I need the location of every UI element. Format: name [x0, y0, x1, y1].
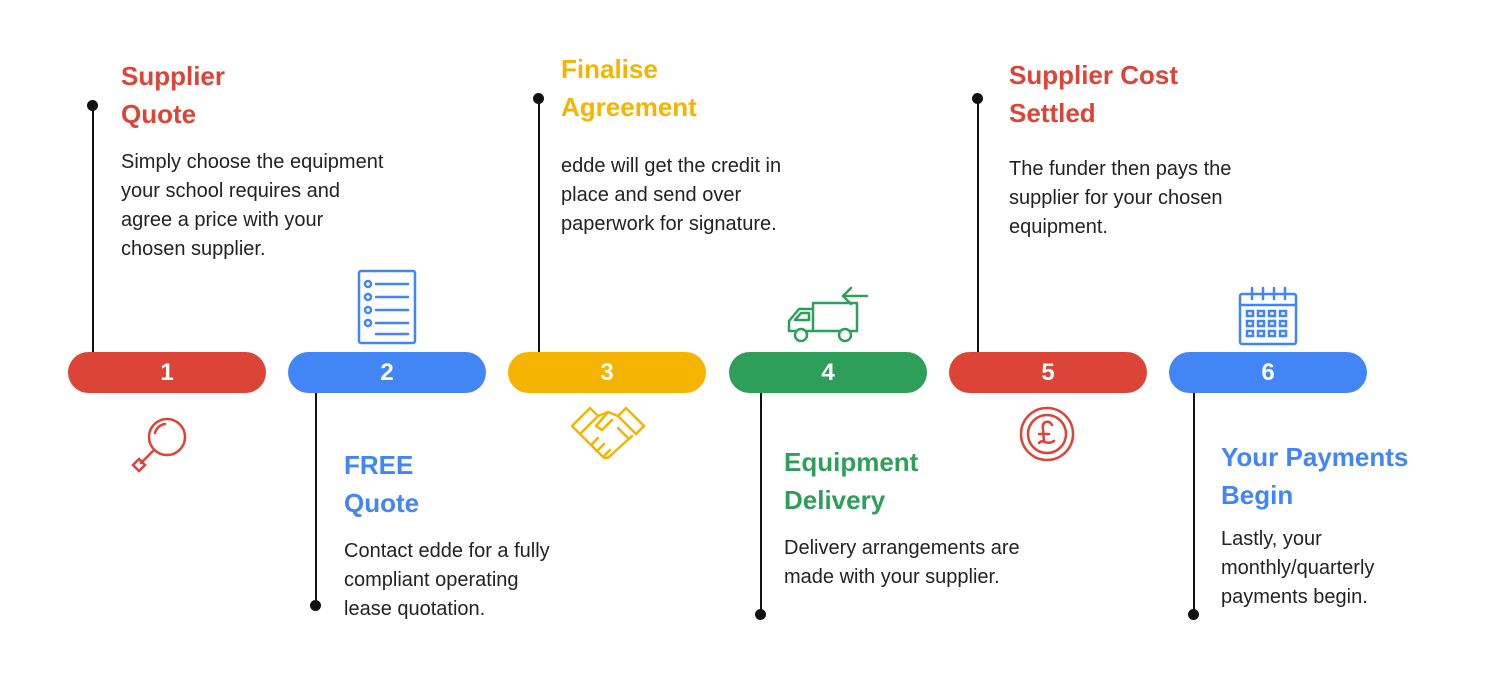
step-4-connector-line — [760, 393, 762, 614]
step-3-number: 3 — [600, 358, 614, 386]
step-2-number: 2 — [380, 358, 394, 386]
step-4-number: 4 — [821, 358, 835, 386]
step-2-connector-dot — [310, 600, 321, 611]
step-5-number-pill: 5 — [949, 352, 1147, 393]
delivery-truck-icon — [785, 283, 871, 345]
step-6-number-pill: 6 — [1169, 352, 1367, 393]
step-1-connector-dot — [87, 100, 98, 111]
step-4-connector-dot — [755, 609, 766, 620]
step-6-connector-dot — [1188, 609, 1199, 620]
step-4-number-pill: 4 — [729, 352, 927, 393]
step-3-number-pill: 3 — [508, 352, 706, 393]
magnifying-glass-icon — [131, 413, 195, 475]
handshake-icon — [570, 400, 646, 466]
pound-coin-icon — [1018, 405, 1076, 463]
step-6-connector-line — [1193, 393, 1195, 614]
document-list-icon — [356, 268, 418, 346]
step-5-number: 5 — [1041, 358, 1055, 386]
step-5-connector-dot — [972, 93, 983, 104]
step-3-connector-line — [538, 99, 540, 353]
step-1-connector-line — [92, 106, 94, 353]
step-2-number-pill: 2 — [288, 352, 486, 393]
calendar-icon — [1237, 285, 1299, 347]
step-5-connector-line — [977, 99, 979, 353]
step-3-connector-dot — [533, 93, 544, 104]
step-1-number: 1 — [160, 358, 174, 386]
step-6-number: 6 — [1261, 358, 1275, 386]
step-1-number-pill: 1 — [68, 352, 266, 393]
step-2-connector-line — [315, 393, 317, 605]
